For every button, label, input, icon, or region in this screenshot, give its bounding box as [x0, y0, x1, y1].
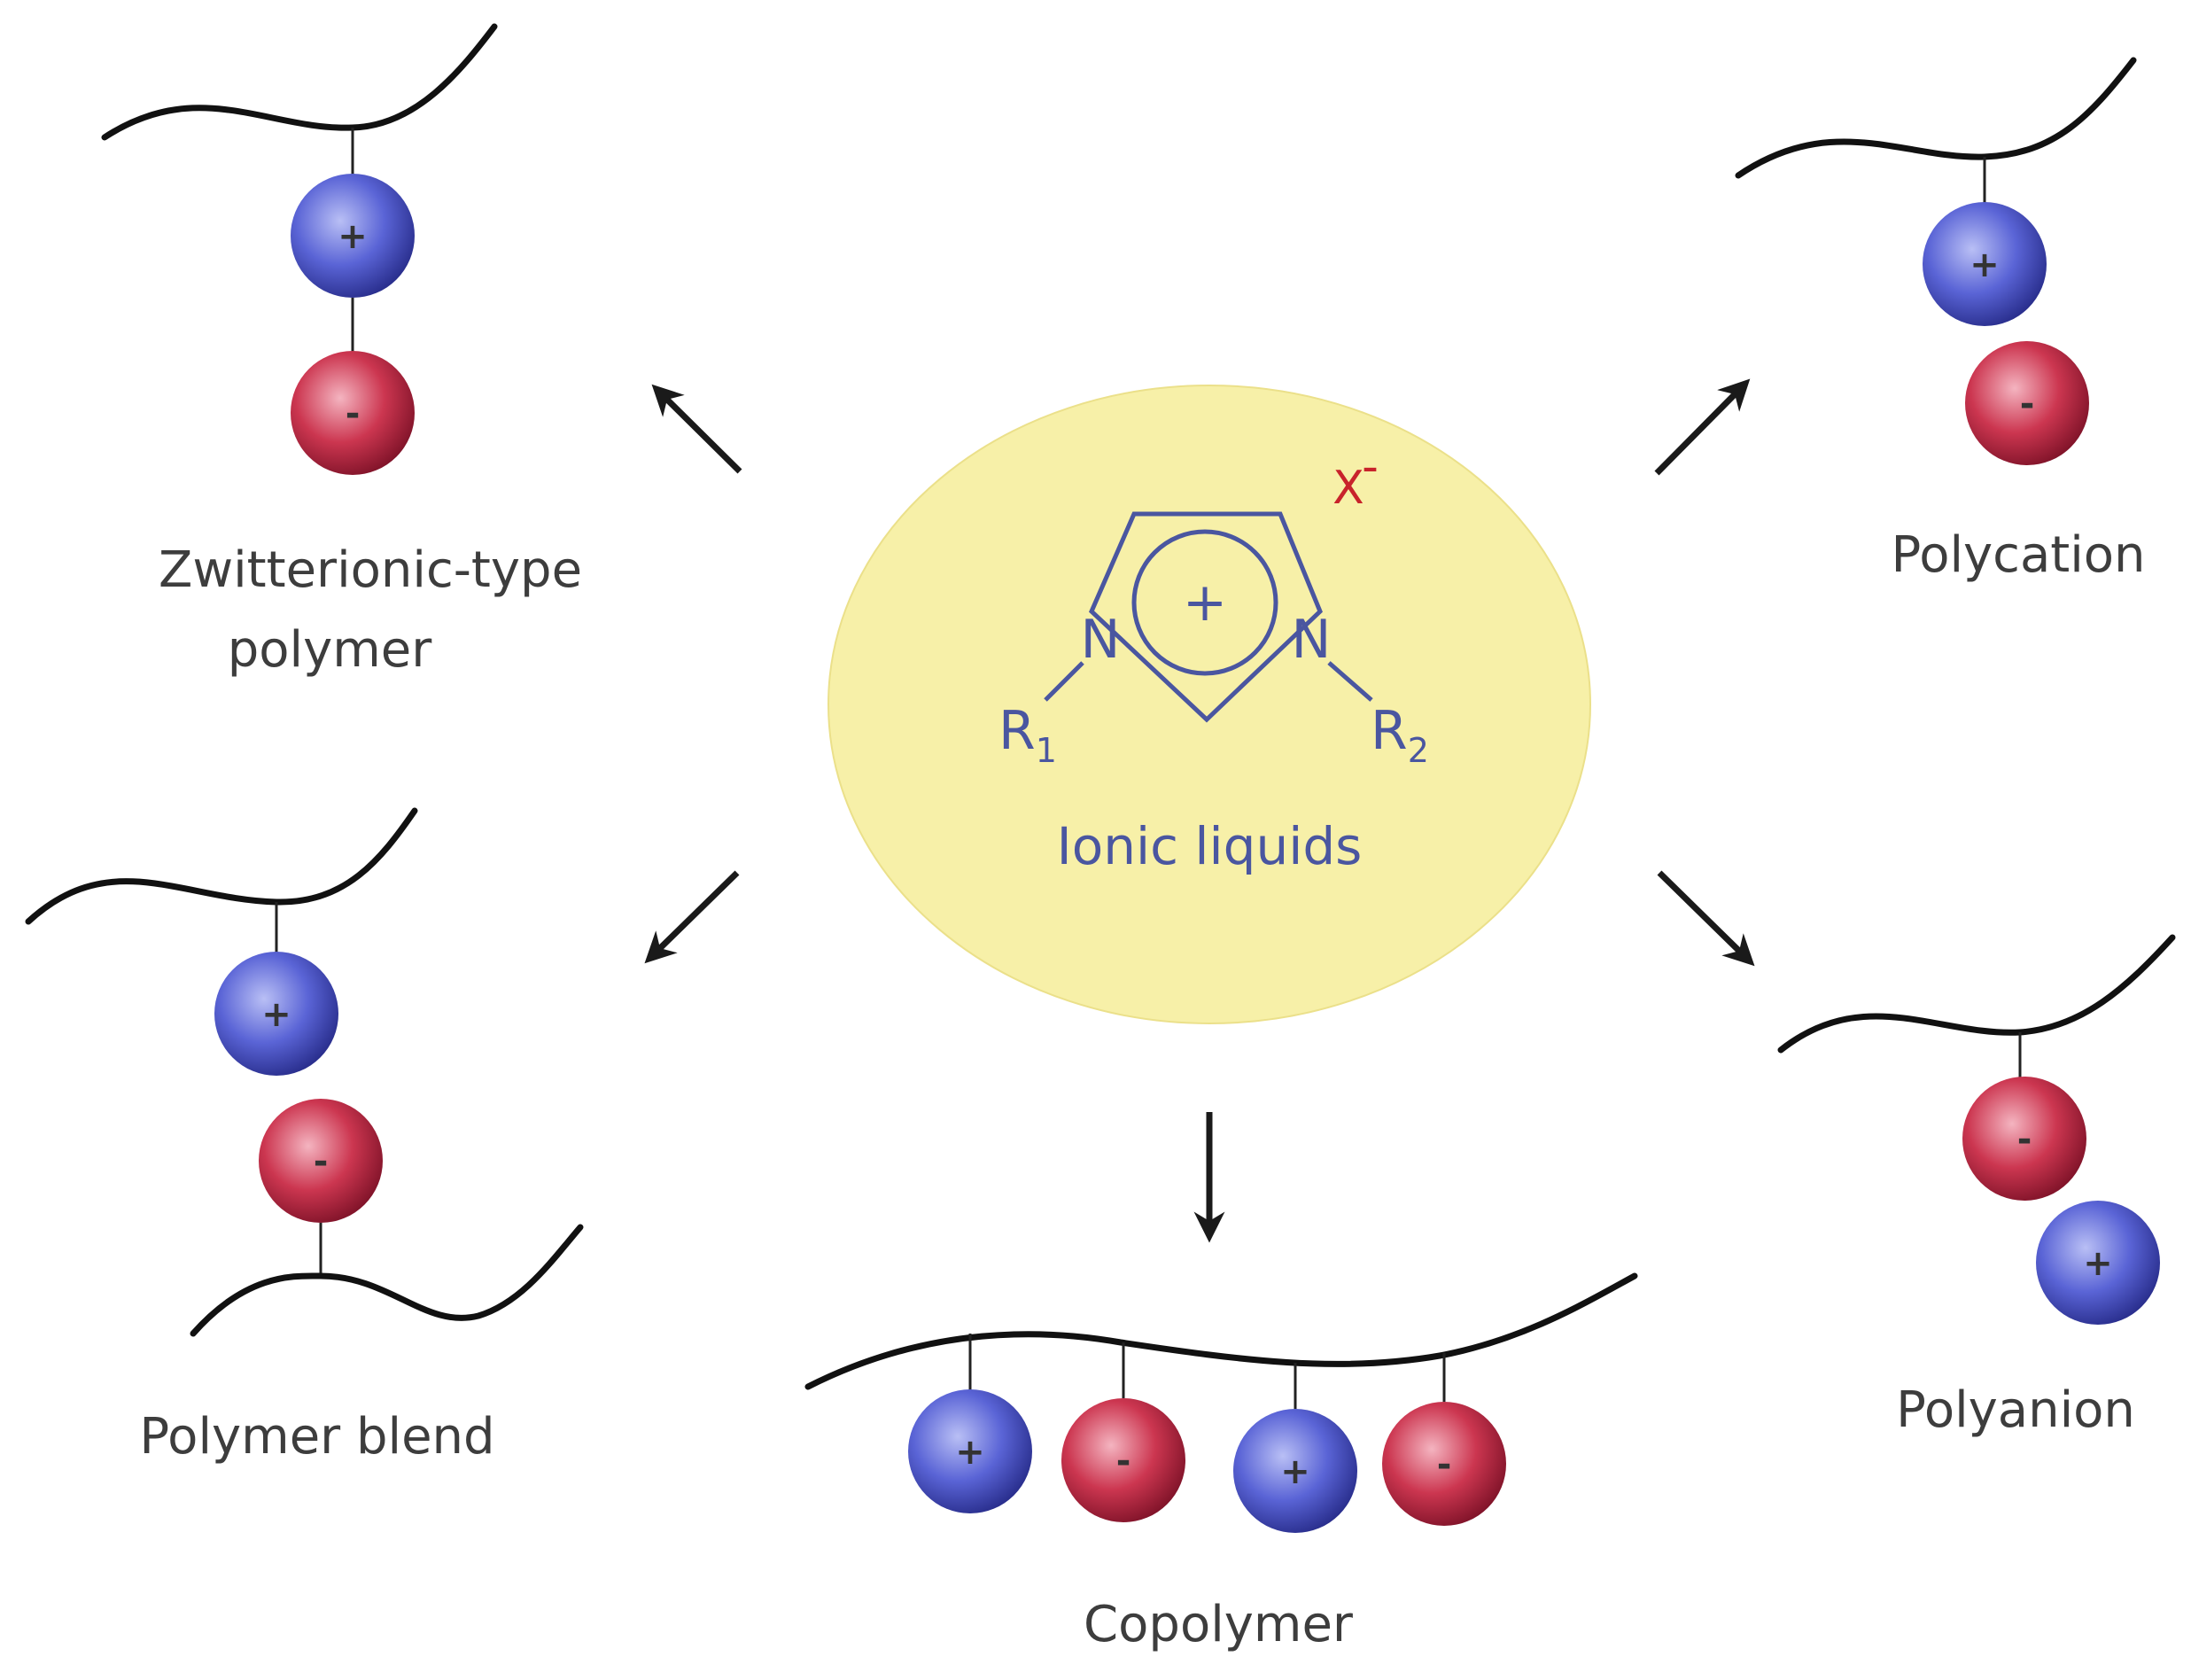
cation-sign: + — [955, 1432, 985, 1473]
ionic-liquids-label: Ionic liquids — [1057, 816, 1363, 876]
anion-sign: - — [2017, 1119, 2032, 1160]
anion-bead — [291, 351, 415, 475]
cation-sign: + — [261, 994, 291, 1035]
arrow-to-polyanion — [1657, 870, 1755, 967]
cation-bead — [214, 952, 338, 1076]
anion-sign: - — [2020, 384, 2035, 424]
nitrogen-right: N — [1292, 609, 1332, 671]
zwitterionic-label-line2: polymer — [228, 621, 433, 679]
arrow-to-polycation — [1654, 378, 1751, 476]
free-anion-bead — [1965, 341, 2089, 465]
anion-bead — [1061, 1398, 1185, 1522]
n3-r2-bond — [1327, 661, 1373, 702]
cation-sign: + — [1970, 245, 2000, 285]
free-cation-bead — [2036, 1201, 2160, 1325]
zwitterionic-polymer: + - Zwitterionic-type polymer — [101, 23, 582, 679]
ring-charge: + — [1183, 572, 1227, 634]
polymer-chain — [804, 1272, 1638, 1390]
anion-sign: - — [1437, 1444, 1452, 1485]
ionic-liquid-center: + N N R1 R2 X- Ionic liquids — [827, 385, 1591, 1024]
polymer-blend-label: Polymer blend — [139, 1408, 494, 1466]
polymer-chain — [101, 23, 498, 141]
polyanion-label: Polyanion — [1896, 1381, 2135, 1439]
anion-sign: - — [346, 393, 361, 434]
anion-sign: - — [314, 1141, 329, 1182]
anion-bead — [1962, 1077, 2086, 1201]
cation-sign: + — [1280, 1451, 1310, 1492]
counter-anion: X- — [1332, 440, 1379, 515]
substituent-r2: R2 — [1371, 700, 1429, 770]
cation-bead — [1923, 202, 2047, 326]
nitrogen-left: N — [1081, 609, 1121, 671]
polymer-blend: + - Polymer blend — [25, 807, 584, 1466]
cation-bead — [1233, 1409, 1357, 1533]
polycation-label: Polycation — [1891, 526, 2145, 584]
polycation: + - Polycation — [1735, 57, 2146, 584]
anion-sign: - — [1116, 1441, 1131, 1482]
polymer-chain — [1777, 934, 2176, 1054]
imidazolium-ring — [1089, 511, 1323, 723]
polyanion: - + Polyanion — [1777, 934, 2176, 1439]
arrow-to-polymer-blend — [644, 870, 740, 964]
polymer-chain — [1735, 57, 2137, 179]
cation-bead — [908, 1389, 1032, 1513]
ionic-liquid-ellipse — [827, 385, 1591, 1024]
imidazolium-structure: + N N R1 R2 X- — [998, 440, 1429, 770]
copolymer: + - + - Copolymer — [804, 1272, 1638, 1653]
cation-sign: + — [338, 216, 368, 257]
anion-bead — [259, 1099, 383, 1223]
aromatic-circle — [1131, 529, 1278, 676]
anion-bead — [1382, 1402, 1506, 1526]
substituent-r1: R1 — [998, 700, 1057, 770]
polymer-chain-top — [25, 807, 418, 925]
zwitterionic-label-line1: Zwitterionic-type — [159, 541, 582, 599]
n1-r1-bond — [1044, 661, 1084, 702]
cation-bead — [291, 174, 415, 298]
cation-sign: + — [2083, 1243, 2113, 1284]
polymer-chain-bottom — [190, 1224, 584, 1337]
arrows — [644, 378, 1755, 1243]
copolymer-label: Copolymer — [1084, 1596, 1354, 1653]
arrow-to-zwitterionic — [651, 384, 742, 474]
